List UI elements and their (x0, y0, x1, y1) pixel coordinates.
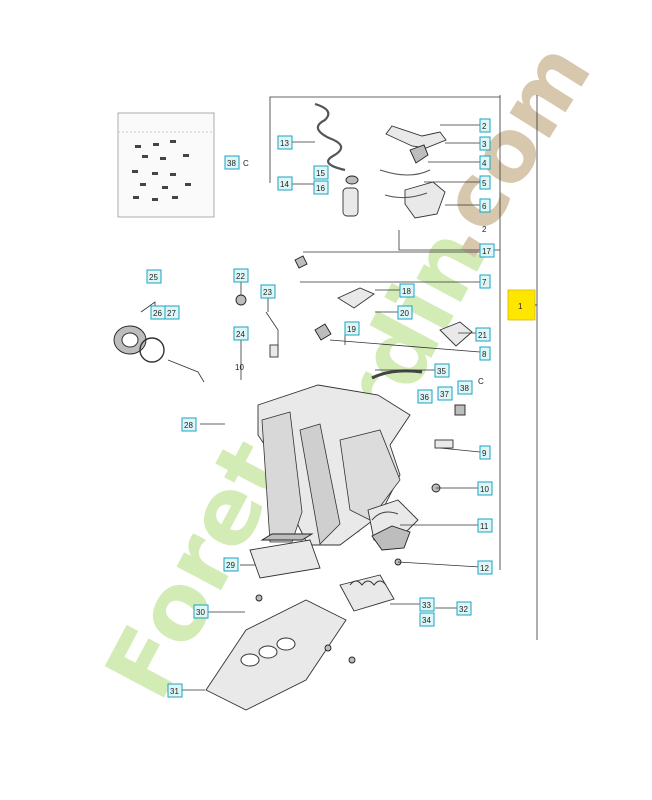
svg-text:15: 15 (316, 169, 325, 178)
leader-lines (182, 124, 481, 691)
callout-38b: 38 (457, 380, 473, 395)
spring-filter-group (269, 96, 500, 217)
svg-text:35: 35 (437, 367, 446, 376)
hardware-parts (235, 255, 473, 566)
svg-text:27: 27 (167, 309, 176, 318)
callout-15: 15 (313, 165, 329, 180)
svg-text:2: 2 (482, 225, 487, 234)
svg-text:2: 2 (482, 122, 487, 131)
svg-text:16: 16 (316, 184, 325, 193)
svg-text:C: C (478, 377, 484, 386)
callout-32: 32 (456, 601, 472, 616)
svg-text:23: 23 (263, 288, 272, 297)
callout-38a: 38 (224, 155, 240, 170)
callout-20: 20 (397, 305, 413, 320)
callout-34: 34 (419, 612, 435, 627)
svg-text:29: 29 (226, 561, 235, 570)
callout-22: 22 (233, 268, 249, 283)
svg-text:24: 24 (236, 330, 245, 339)
svg-text:10: 10 (480, 485, 489, 494)
svg-text:38: 38 (460, 384, 469, 393)
callout-38a-suffix: C (243, 159, 249, 168)
svg-text:19: 19 (347, 325, 356, 334)
svg-text:28: 28 (184, 421, 193, 430)
callout-21: 21 (475, 327, 491, 342)
main-part-reference: 1 (507, 289, 536, 321)
callout-2a: 2 (479, 118, 491, 133)
callout-24: 24 (233, 326, 249, 341)
callout-3: 3 (479, 136, 491, 151)
throttle-trigger-group (379, 125, 500, 251)
callout-13: 13 (277, 135, 293, 150)
svg-text:20: 20 (400, 309, 409, 318)
svg-text:22: 22 (236, 272, 245, 281)
main-part-label: 1 (518, 302, 523, 311)
callout-23: 23 (260, 284, 276, 299)
svg-text:C: C (243, 159, 249, 168)
callout-labels: 2 3 4 5 6 2 17 7 21 8 9 10 11 12 13 14 1… (146, 118, 495, 698)
svg-text:8: 8 (482, 350, 487, 359)
svg-text:30: 30 (196, 608, 205, 617)
svg-text:38: 38 (227, 159, 236, 168)
callout-10b: 10 (235, 363, 244, 372)
svg-text:12: 12 (480, 564, 489, 573)
callout-19: 19 (344, 321, 360, 336)
svg-text:34: 34 (422, 616, 431, 625)
callout-8: 8 (479, 346, 491, 361)
callout-29: 29 (223, 557, 239, 572)
svg-text:18: 18 (402, 287, 411, 296)
svg-text:32: 32 (459, 605, 468, 614)
callout-25: 25 (146, 269, 162, 284)
svg-text:6: 6 (482, 202, 487, 211)
svg-text:31: 31 (170, 687, 179, 696)
callout-18: 18 (399, 283, 415, 298)
callout-10: 10 (477, 481, 493, 496)
lower-parts (205, 533, 395, 711)
svg-text:13: 13 (280, 139, 289, 148)
callout-17: 17 (479, 243, 495, 258)
svg-text:7: 7 (482, 278, 487, 287)
callout-12: 12 (477, 560, 493, 575)
watermark-text-end: .com (403, 26, 611, 276)
svg-text:5: 5 (482, 179, 487, 188)
svg-text:10: 10 (235, 363, 244, 372)
svg-text:26: 26 (153, 309, 162, 318)
svg-text:36: 36 (420, 393, 429, 402)
callout-28: 28 (181, 417, 197, 432)
svg-text:25: 25 (149, 273, 158, 282)
svg-text:11: 11 (480, 522, 489, 531)
callout-5: 5 (479, 175, 491, 190)
handle-housing (257, 384, 419, 546)
svg-text:21: 21 (478, 331, 487, 340)
callout-2b: 2 (482, 225, 487, 234)
screw-kit-box (117, 112, 215, 218)
callout-16: 16 (313, 180, 329, 195)
svg-text:17: 17 (482, 247, 491, 256)
svg-text:3: 3 (482, 140, 487, 149)
callout-7: 7 (479, 274, 491, 289)
callout-14: 14 (277, 176, 293, 191)
callout-38b-suffix: C (478, 377, 484, 386)
callout-37: 37 (437, 386, 453, 401)
svg-text:37: 37 (440, 390, 449, 399)
callout-6: 6 (479, 198, 491, 213)
svg-text:14: 14 (280, 180, 289, 189)
callout-26: 26 (150, 305, 166, 320)
callout-9: 9 (479, 445, 491, 460)
callout-35: 35 (434, 363, 450, 378)
callout-11: 11 (477, 518, 493, 533)
svg-text:9: 9 (482, 449, 487, 458)
svg-text:4: 4 (482, 159, 487, 168)
callout-33: 33 (419, 597, 435, 612)
callout-31: 31 (167, 683, 183, 698)
callout-36: 36 (417, 389, 433, 404)
callout-4: 4 (479, 155, 491, 170)
callout-27: 27 (164, 305, 180, 320)
air-filter-group (113, 301, 205, 383)
svg-text:33: 33 (422, 601, 431, 610)
callout-30: 30 (193, 604, 209, 619)
